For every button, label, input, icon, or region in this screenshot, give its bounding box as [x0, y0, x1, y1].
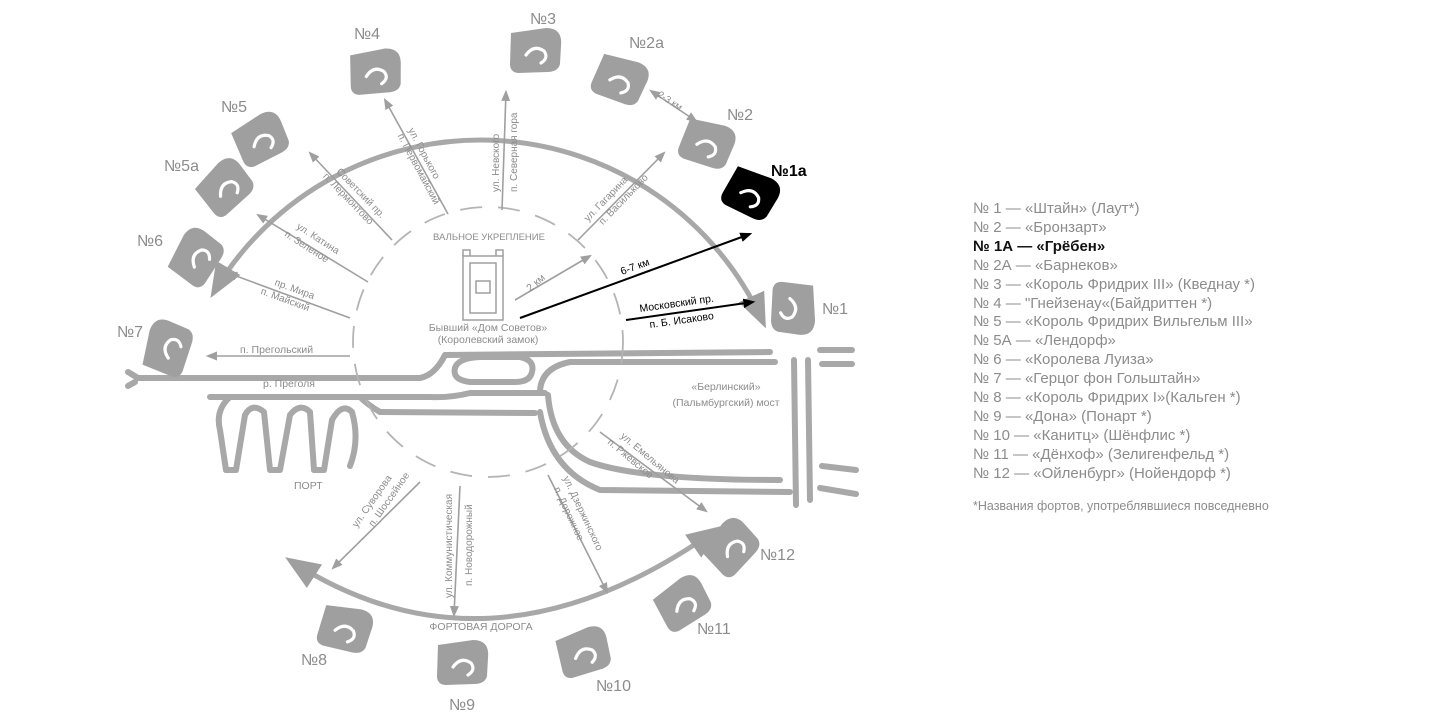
fort-label-6: №6: [137, 233, 163, 250]
castle-label-1: Бывший «Дом Советов»: [429, 322, 548, 334]
river-pregolya: [125, 347, 859, 508]
fort-label-8: №8: [301, 652, 327, 669]
fort-label-5a: №5a: [164, 158, 199, 175]
moskovsky-label-2: п. Б. Исаково: [649, 310, 715, 331]
legend-item: № 10 — «Канитц» (Шёнфлис *): [973, 427, 1413, 446]
legend-item-number: № 5А: [973, 332, 1012, 350]
fort-icon-5: [226, 105, 296, 172]
fort-label-4: №4: [354, 26, 380, 43]
fort-label-1: №1: [822, 301, 848, 318]
fort-legend: № 1 — «Штайн» (Лаут*)№ 2 — «Бронзарт»№ 1…: [973, 200, 1413, 513]
legend-list: № 1 — «Штайн» (Лаут*)№ 2 — «Бронзарт»№ 1…: [973, 200, 1413, 484]
legend-item-number: № 6: [973, 351, 1002, 369]
legend-item: № 1А — «Грёбен»: [973, 238, 1413, 257]
legend-item-number: № 2: [973, 218, 1002, 236]
fort-icon-10: [551, 621, 616, 682]
legend-item: № 8 — «Король Фридрих I»(Кальген *): [973, 389, 1413, 408]
fort-label-7: №7: [117, 324, 143, 341]
legend-item-number: № 12: [973, 464, 1010, 482]
outer-fort-ring: [210, 137, 766, 622]
legend-item-text: — «Канитц» (Шёнфлис *): [1009, 426, 1191, 444]
legend-item-text: — "Гнейзенау«(Байдриттен *): [1001, 294, 1213, 312]
fort-label-9: №9: [449, 697, 475, 714]
legend-item-text: — «Дёнхоф» (Зелигенфельд *): [1008, 445, 1230, 463]
legend-item: № 5А — «Лендорф»: [973, 332, 1413, 351]
fort-icon-2a: [586, 47, 655, 112]
legend-item-number: № 1А: [973, 237, 1014, 255]
legend-item-text: — «Лендорф»: [1011, 332, 1116, 350]
legend-item-number: № 10: [973, 426, 1010, 444]
legend-item: № 2А — «Барнеков»: [973, 257, 1413, 276]
legend-item-number: № 11: [973, 445, 1009, 463]
legend-item: № 7 — «Герцог фон Гольштайн»: [973, 370, 1413, 389]
distance-6-7km: 6-7 км: [619, 256, 651, 278]
fort-label-11: №11: [697, 621, 731, 638]
inner-ring-label: ВАЛЬНОЕ УКРЕПЛЕНИЕ: [433, 232, 545, 243]
fort-icon-3: [508, 26, 563, 75]
legend-item-text: — «Герцог фон Гольштайн»: [1001, 370, 1201, 388]
road-pregolsky: п. Прегольский: [240, 344, 313, 356]
fort-icon-8: [313, 598, 378, 659]
fort-label-12: №12: [760, 547, 795, 564]
legend-item: № 3 — «Король Фридрих III» (Кведнау *): [973, 276, 1413, 295]
legend-item: № 1 — «Штайн» (Лаут*): [973, 200, 1413, 219]
legend-footnote: *Названия фортов, употреблявшиеся повсед…: [973, 498, 1269, 513]
legend-item-number: № 7: [973, 370, 1002, 388]
fort-label-2a: №2a: [629, 35, 664, 52]
fort-label-2: №2: [727, 107, 753, 124]
legend-item-text: — «Король Фридрих III» (Кведнау *): [1001, 275, 1255, 293]
road-kommunisticheskaya-2: п. Новодорожный: [464, 504, 475, 586]
legend-item-number: № 9: [973, 407, 1002, 425]
legend-item-text: — «Ойленбург» (Нойендорф *): [1009, 464, 1231, 482]
legend-item: № 2 — «Бронзарт»: [973, 219, 1413, 238]
bridge-label-1: «Берлинский»: [691, 381, 760, 393]
fort-road-label: ФОРТОВАЯ ДОРОГА: [429, 621, 532, 633]
legend-item-text: — «Штайн» (Лаут*): [1001, 200, 1140, 217]
legend-item-text: — «Король Фридрих Вильгельм III»: [1001, 313, 1253, 331]
legend-item-text: — «Дона» (Понарт *): [1001, 407, 1152, 425]
fort-icon-1: [767, 279, 820, 338]
road-kommunisticheskaya: ул. Коммунистическая: [444, 494, 455, 598]
legend-item: № 6 — «Королева Луиза»: [973, 351, 1413, 370]
river-label: р. Преголя: [263, 378, 315, 390]
legend-item-number: № 8: [973, 389, 1002, 407]
inner-rampart-ring: [352, 206, 624, 478]
legend-item-text: — «Бронзарт»: [1001, 218, 1107, 236]
legend-item-text: — «Королева Луиза»: [1001, 351, 1154, 369]
fort-icon-12: [695, 511, 767, 583]
legend-item: № 4 — "Гнейзенау«(Байдриттен *): [973, 295, 1413, 314]
fort-label-1a: №1a: [771, 163, 807, 180]
castle-label-2: (Королевский замок): [438, 334, 539, 346]
fort-icon-7: [135, 314, 199, 381]
fort-1a-route: [519, 232, 756, 321]
legend-item-text: — «Барнеков»: [1011, 256, 1118, 274]
fort-label-5: №5: [221, 99, 247, 116]
road-arrows: [205, 89, 708, 618]
fort-label-3: №3: [530, 11, 556, 28]
castle-icon: [462, 249, 504, 321]
distance-2-3km: 2-3 км: [655, 89, 684, 113]
port-label: ПОРТ: [294, 480, 323, 492]
legend-item-number: № 3: [973, 275, 1002, 293]
road-nevskogo-2: п. Северная гора: [509, 112, 520, 192]
fort-icon-4: [347, 46, 404, 97]
legend-item-text: — «Король Фридрих I»(Кальген *): [1001, 389, 1241, 407]
legend-item: № 5 — «Король Фридрих Вильгельм III»: [973, 313, 1413, 332]
legend-item: № 12 — «Ойленбург» (Нойендорф *): [973, 465, 1413, 484]
distance-2km: 2 км: [524, 272, 547, 294]
legend-item: № 9 — «Дона» (Понарт *): [973, 408, 1413, 427]
legend-item-number: № 5: [973, 313, 1002, 331]
bridge-label-2: (Пальмбургский) мост: [672, 397, 779, 409]
legend-item: № 11 — «Дёнхоф» (Зелигенфельд *): [973, 446, 1413, 465]
legend-item-number: № 2А: [973, 256, 1012, 274]
fort-icon-9: [435, 638, 490, 687]
legend-item-number: № 1: [973, 200, 1002, 217]
road-nevskogo: ул. Невского: [491, 133, 502, 192]
legend-item-text: — «Грёбен»: [1013, 237, 1106, 255]
fort-label-10: №10: [596, 678, 631, 695]
legend-item-number: № 4: [973, 294, 1002, 312]
